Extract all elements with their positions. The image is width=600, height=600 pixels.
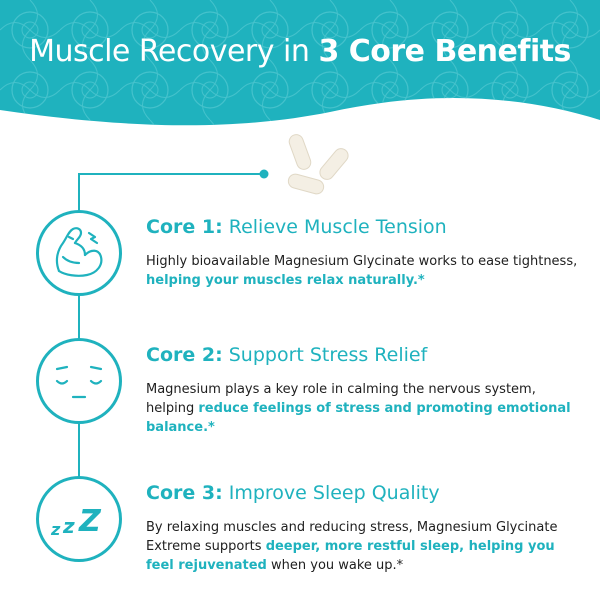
timeline-dot	[259, 169, 269, 179]
core-1-icon-circle	[36, 210, 122, 296]
core-2-title: Core 2: Support Stress Relief	[146, 344, 428, 366]
core-3-section: Core 3: Improve Sleep Quality By relaxin…	[146, 482, 586, 575]
zzz-sleep-icon: z z Z	[50, 504, 102, 539]
core-3-icon-circle: z z Z	[36, 476, 122, 562]
page-title: Muscle Recovery in 3 Core Benefits	[29, 34, 571, 69]
core-1-title: Core 1: Relieve Muscle Tension	[146, 216, 447, 238]
core-3-description: By relaxing muscles and reducing stress,…	[146, 520, 558, 573]
core-1-description: Highly bioavailable Magnesium Glycinate …	[146, 254, 578, 288]
sleep-z-large: Z	[78, 504, 102, 539]
header-banner: Muscle Recovery in 3 Core Benefits	[0, 0, 600, 150]
capsules-icon	[287, 134, 349, 195]
sleep-z-medium: z	[62, 514, 75, 538]
flexed-arm-icon	[55, 227, 103, 277]
header-wave-background	[0, 0, 600, 126]
core-3-title: Core 3: Improve Sleep Quality	[146, 482, 440, 504]
core-2-icon-circle	[36, 338, 122, 424]
core-1-section: Core 1: Relieve Muscle Tension Highly bi…	[146, 216, 586, 290]
core-2-section: Core 2: Support Stress Relief Magnesium …	[146, 344, 586, 437]
calm-face-icon	[55, 365, 103, 399]
sleep-z-small: z	[50, 520, 61, 539]
core-2-description: Magnesium plays a key role in calming th…	[146, 382, 571, 435]
